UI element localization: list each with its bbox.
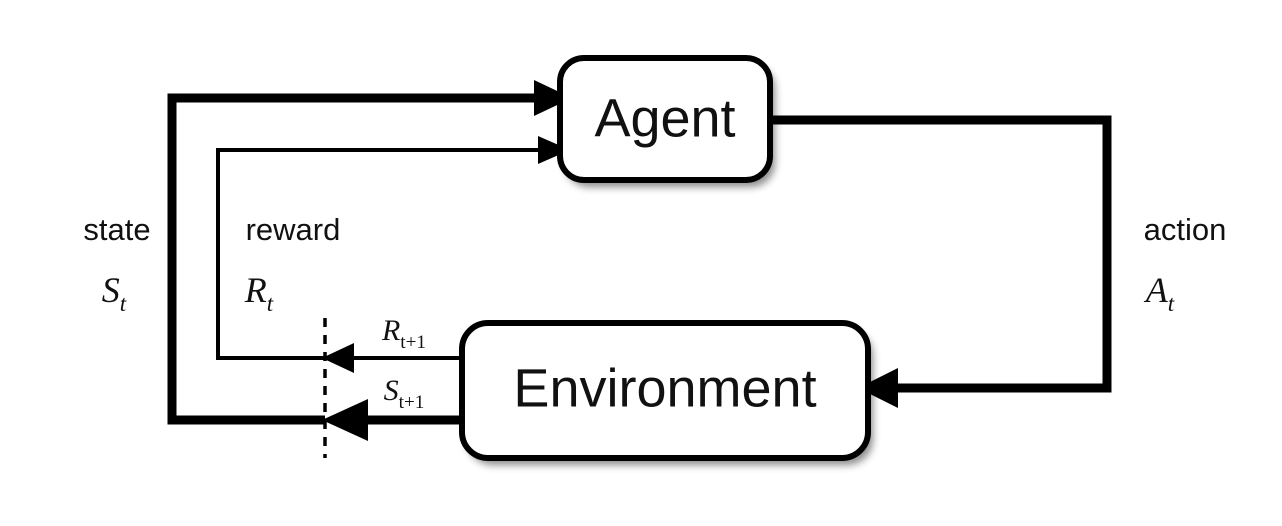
reward-symbol-base: R <box>244 270 267 310</box>
label-action: action At <box>1144 212 1227 316</box>
reward-next-symbol-base: R <box>381 314 400 347</box>
state-symbol-label: St <box>102 270 127 316</box>
label-reward-next: Rt+1 <box>381 314 426 353</box>
state-word-label: state <box>83 212 150 247</box>
reward-next-symbol-subscript: t+1 <box>400 332 426 353</box>
state-symbol-base: S <box>102 270 120 310</box>
state-next-symbol-label: St+1 <box>384 374 425 413</box>
environment-box-fill <box>462 323 868 458</box>
state-next-symbol-subscript: t+1 <box>399 392 425 413</box>
agent-box-outline <box>557 55 773 183</box>
state-arrowhead-icon <box>534 80 572 116</box>
edge-state-next <box>322 399 462 441</box>
reward-next-symbol-label: Rt+1 <box>381 314 426 353</box>
action-word-label: action <box>1144 212 1227 247</box>
edge-state-to-agent <box>167 80 572 425</box>
reward-edge-line <box>216 148 540 360</box>
label-state-next: St+1 <box>384 374 425 413</box>
agent-label: Agent <box>594 88 735 148</box>
edge-action-to-environment <box>770 115 1112 408</box>
node-agent[interactable]: Agent <box>557 55 773 183</box>
state-symbol-subscript: t <box>120 290 127 316</box>
label-reward: reward Rt <box>244 212 341 316</box>
node-environment[interactable]: Environment <box>459 320 871 461</box>
action-symbol-label: At <box>1144 270 1175 316</box>
reward-word-label: reward <box>246 212 341 247</box>
reward-symbol-label: Rt <box>244 270 274 316</box>
state-next-symbol-base: S <box>384 374 399 407</box>
edge-reward-to-agent <box>216 136 570 360</box>
edge-reward-next <box>322 343 462 373</box>
action-symbol-subscript: t <box>1168 290 1175 316</box>
state-next-arrowhead-icon <box>322 399 368 441</box>
environment-label: Environment <box>513 358 816 418</box>
agent-box-fill <box>560 58 770 180</box>
reward-next-arrowhead-icon <box>322 343 354 373</box>
action-symbol-base: A <box>1144 270 1169 310</box>
reward-symbol-subscript: t <box>267 290 274 316</box>
reward-arrowhead-icon <box>538 136 570 164</box>
action-edge-line <box>770 115 1112 393</box>
state-edge-line <box>167 93 536 425</box>
environment-box-outline <box>459 320 871 461</box>
action-arrowhead-icon <box>858 368 898 408</box>
label-state: state St <box>83 212 150 316</box>
